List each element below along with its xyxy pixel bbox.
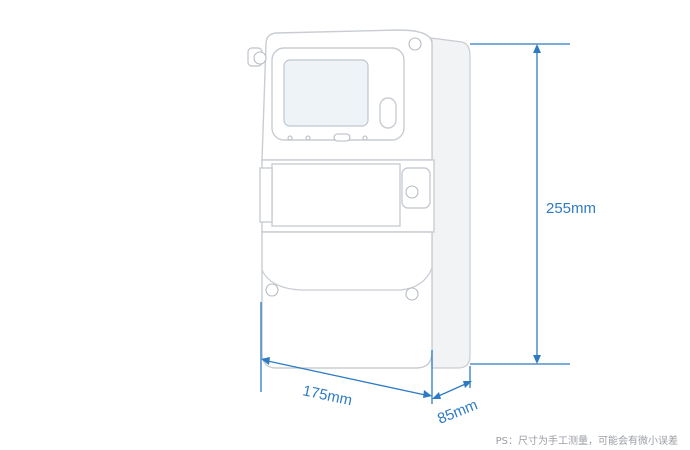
depth-arrow-right bbox=[463, 381, 472, 388]
indicator-led-1 bbox=[287, 135, 293, 141]
width-arrow-right bbox=[423, 390, 432, 398]
middle-right-screw bbox=[405, 185, 419, 199]
depth-dimension-line bbox=[433, 381, 471, 399]
lower-cover-ridge bbox=[261, 267, 433, 291]
display-button bbox=[333, 133, 351, 142]
lower-right-screw bbox=[405, 287, 419, 301]
measurement-note: PS：尺寸为手工测量，可能会有微小误差 bbox=[495, 436, 678, 447]
lower-left-screw bbox=[265, 283, 279, 297]
height-arrow-top bbox=[533, 44, 541, 53]
top-right-screw bbox=[408, 37, 422, 51]
lcd-screen bbox=[283, 59, 369, 127]
width-label: 175mm bbox=[301, 382, 353, 409]
display-latch bbox=[379, 97, 397, 129]
indicator-led-2 bbox=[305, 135, 311, 141]
indicator-led-3 bbox=[362, 135, 368, 141]
lower-terminal-cover bbox=[261, 231, 433, 369]
meter-side-body bbox=[399, 33, 471, 369]
depth-arrow-left bbox=[432, 392, 441, 399]
terminal-cover-window bbox=[271, 163, 401, 227]
height-arrow-bottom bbox=[533, 355, 541, 364]
top-left-screw bbox=[253, 51, 267, 65]
height-label: 255mm bbox=[546, 200, 596, 217]
width-arrow-left bbox=[261, 357, 270, 365]
left-hinge bbox=[259, 167, 273, 223]
width-dimension-line bbox=[262, 359, 431, 397]
depth-label: 85mm bbox=[435, 396, 480, 427]
